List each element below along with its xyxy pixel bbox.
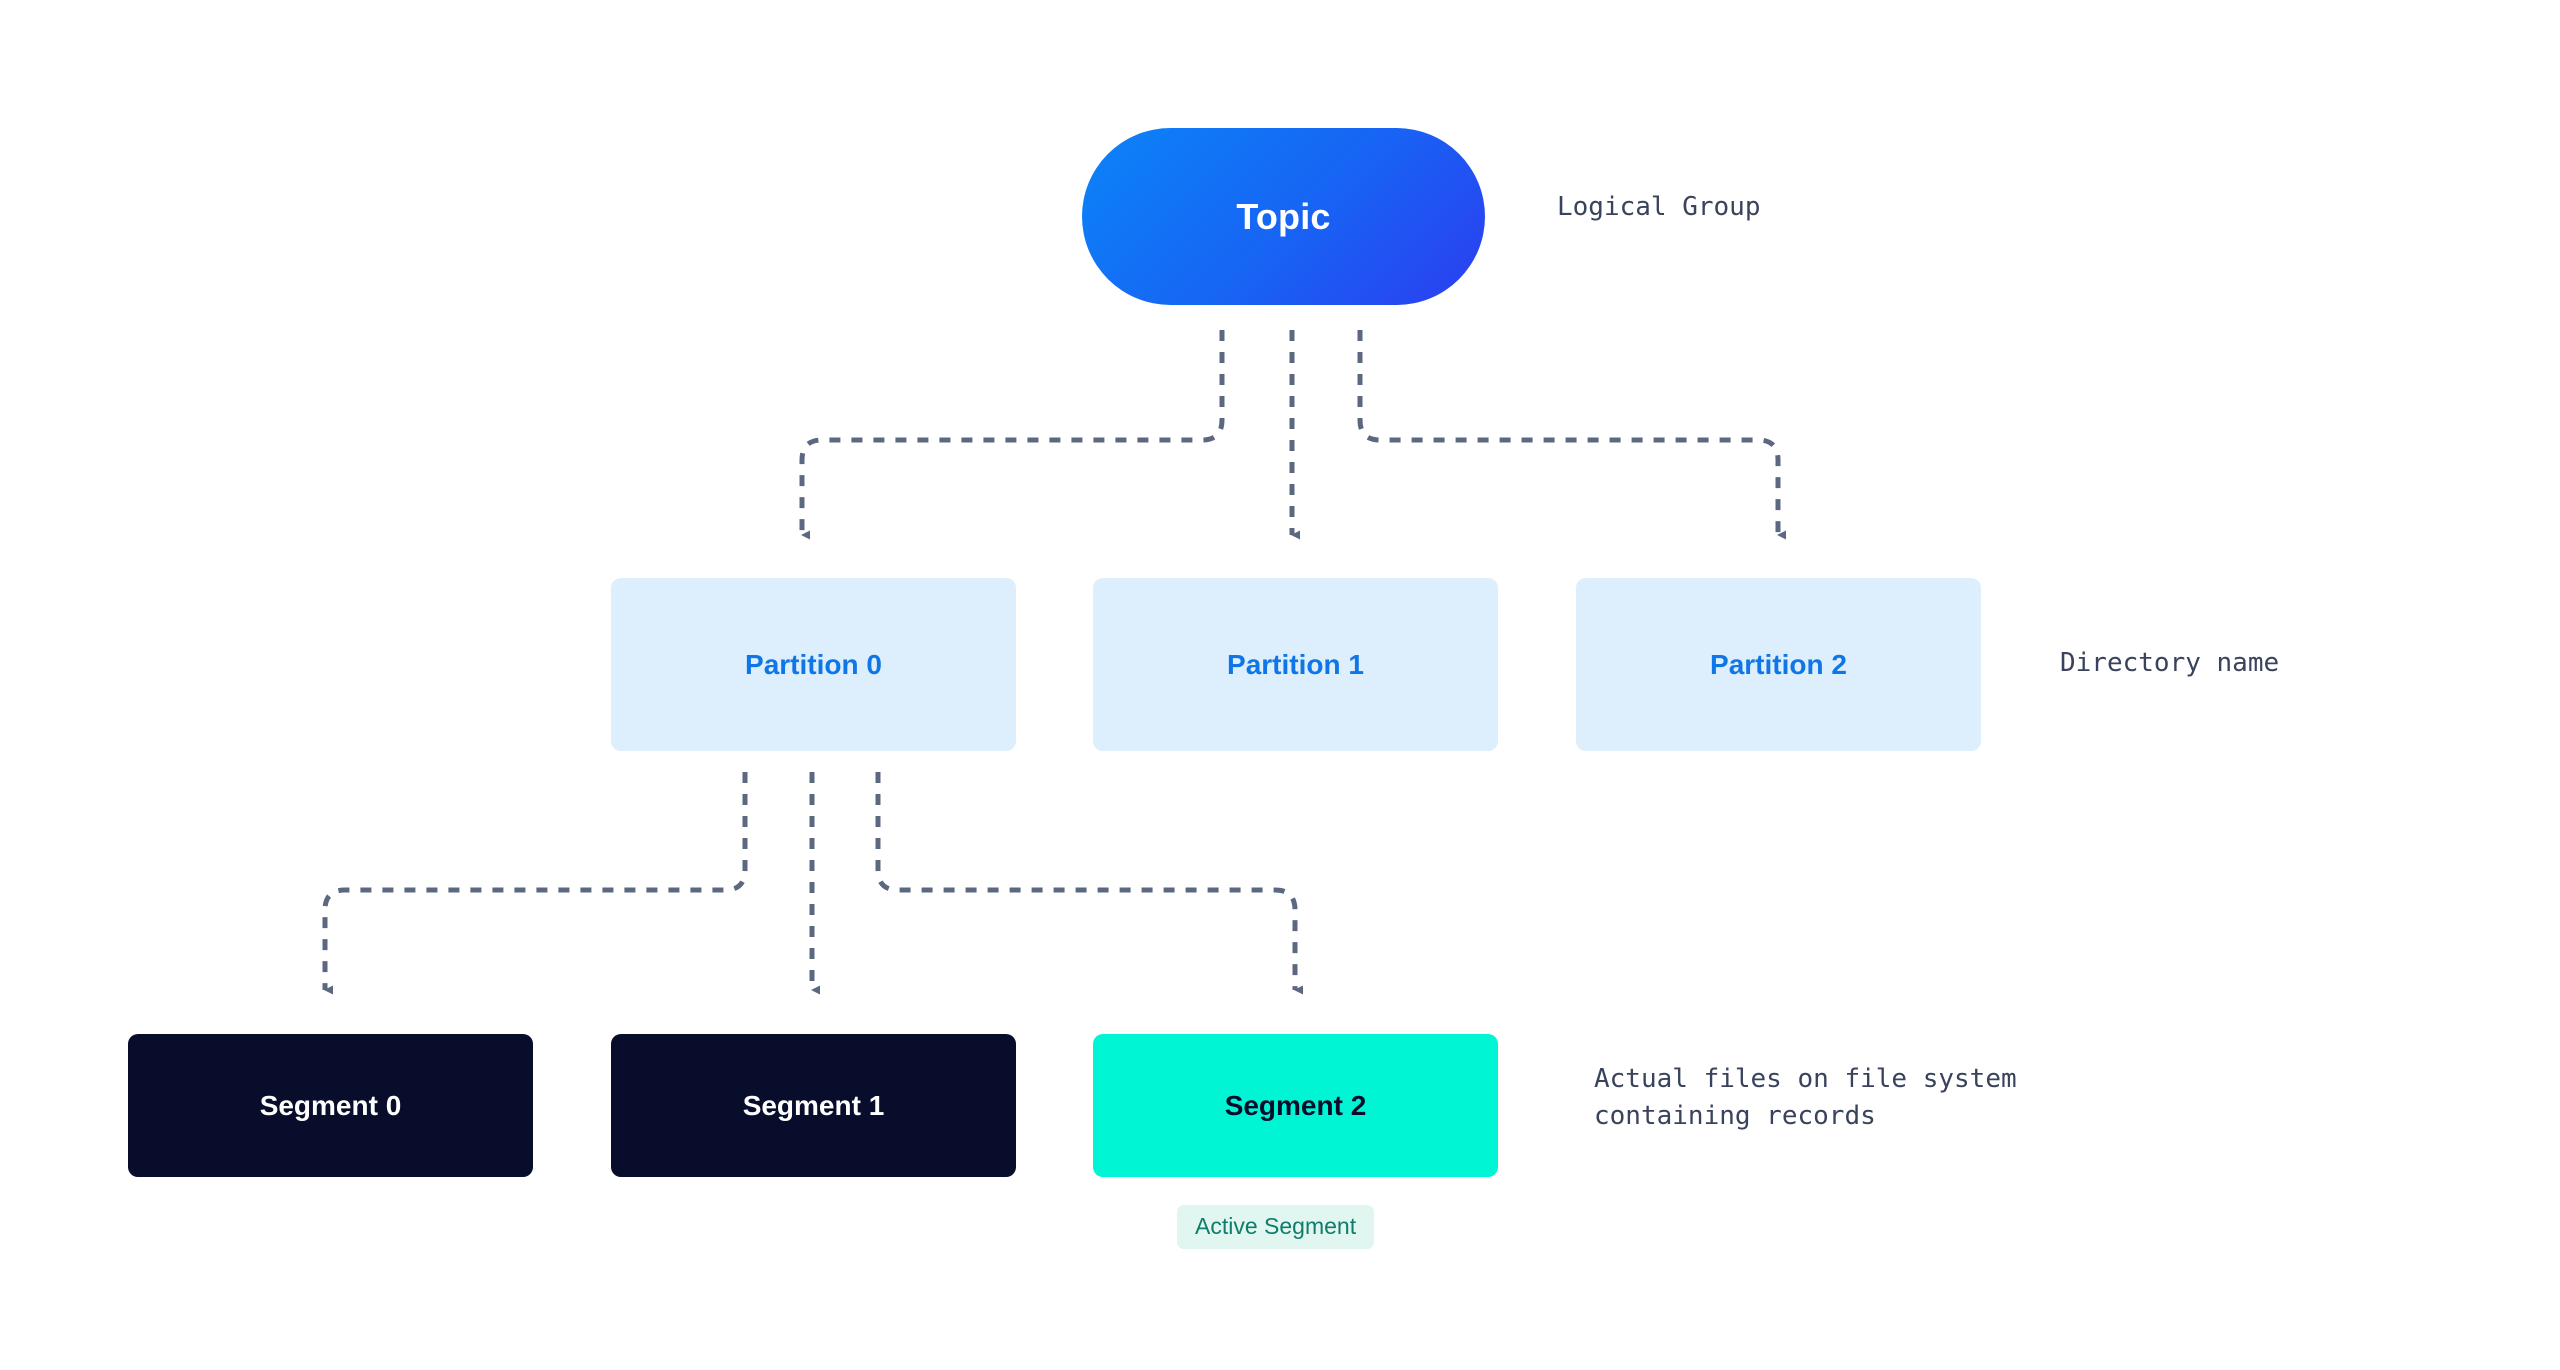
- partition-label-1: Partition 1: [1227, 648, 1364, 680]
- topic-label: Topic: [1236, 195, 1331, 237]
- active-segment-badge: Active Segment: [1177, 1205, 1375, 1249]
- segment-node-1[interactable]: Segment 1: [611, 1034, 1016, 1177]
- partition-annotation: Directory name: [2060, 648, 2280, 678]
- segment-annotation: Actual files on file system containing r…: [1594, 1064, 2017, 1131]
- segment-label-1: Segment 1: [742, 1089, 885, 1121]
- partition-node-1[interactable]: Partition 1: [1093, 578, 1498, 751]
- segment-node-0[interactable]: Segment 0: [128, 1034, 533, 1177]
- connector-topic-to-partition-0: [799, 330, 1225, 540]
- connector-partition-0-to-segment-2: [875, 772, 1303, 995]
- segment-label-2: Segment 2: [1224, 1089, 1367, 1121]
- connector-topic-to-partition-2: [1357, 330, 1786, 540]
- topic-node[interactable]: Topic: [1082, 128, 1485, 305]
- partition-label-2: Partition 2: [1710, 648, 1847, 680]
- segment-label-0: Segment 0: [259, 1089, 402, 1121]
- partition-label-0: Partition 0: [745, 648, 882, 680]
- topic-annotation: Logical Group: [1557, 192, 1761, 222]
- partition-node-0[interactable]: Partition 0: [611, 578, 1016, 751]
- partition-node-2[interactable]: Partition 2: [1576, 578, 1981, 751]
- connector-partition-0-to-segment-0: [322, 772, 748, 995]
- segment-node-2-active[interactable]: Segment 2: [1093, 1034, 1498, 1177]
